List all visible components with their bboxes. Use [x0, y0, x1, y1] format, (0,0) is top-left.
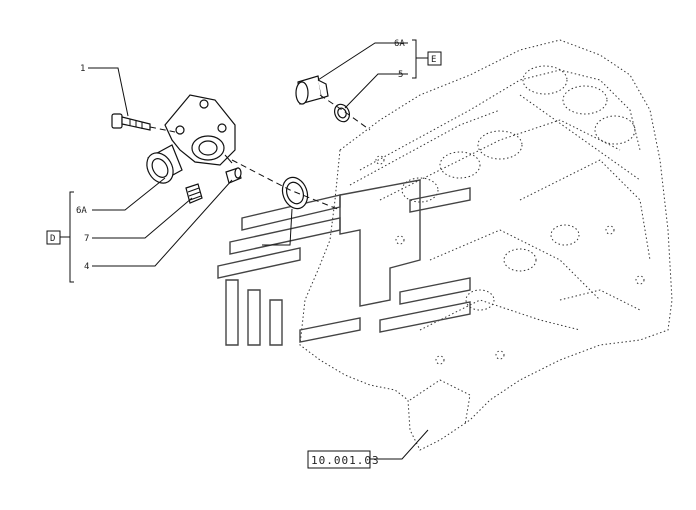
callout-6a-left: 6A — [76, 206, 87, 216]
plug-part — [295, 75, 329, 105]
kit-label-e: E — [427, 51, 442, 66]
watermark-logo — [217, 179, 471, 346]
callout-6a-top: 6A — [394, 39, 405, 49]
assembly-lines — [149, 94, 371, 211]
reference-box: 10.001.03 — [307, 450, 380, 469]
small-ring-part — [334, 103, 350, 123]
seal-ring-part — [281, 176, 309, 210]
callout-4: 4 — [84, 262, 89, 272]
svg-text:E: E — [431, 55, 436, 65]
reference-label: 10.001.03 — [311, 454, 380, 467]
callout-1: 1 — [80, 64, 85, 74]
bracket-left — [60, 191, 74, 283]
svg-text:D: D — [50, 234, 55, 244]
pin-part — [225, 167, 242, 184]
leader-lines — [88, 42, 429, 460]
plug-insert-part — [185, 183, 203, 204]
screw-part — [111, 113, 151, 131]
bracket-top-right — [412, 39, 428, 79]
callout-7: 7 — [84, 234, 89, 244]
thermostat-housing-part — [146, 94, 236, 184]
engine-block — [299, 39, 673, 451]
callout-5: 5 — [398, 70, 403, 80]
kit-label-d: D — [46, 230, 61, 245]
